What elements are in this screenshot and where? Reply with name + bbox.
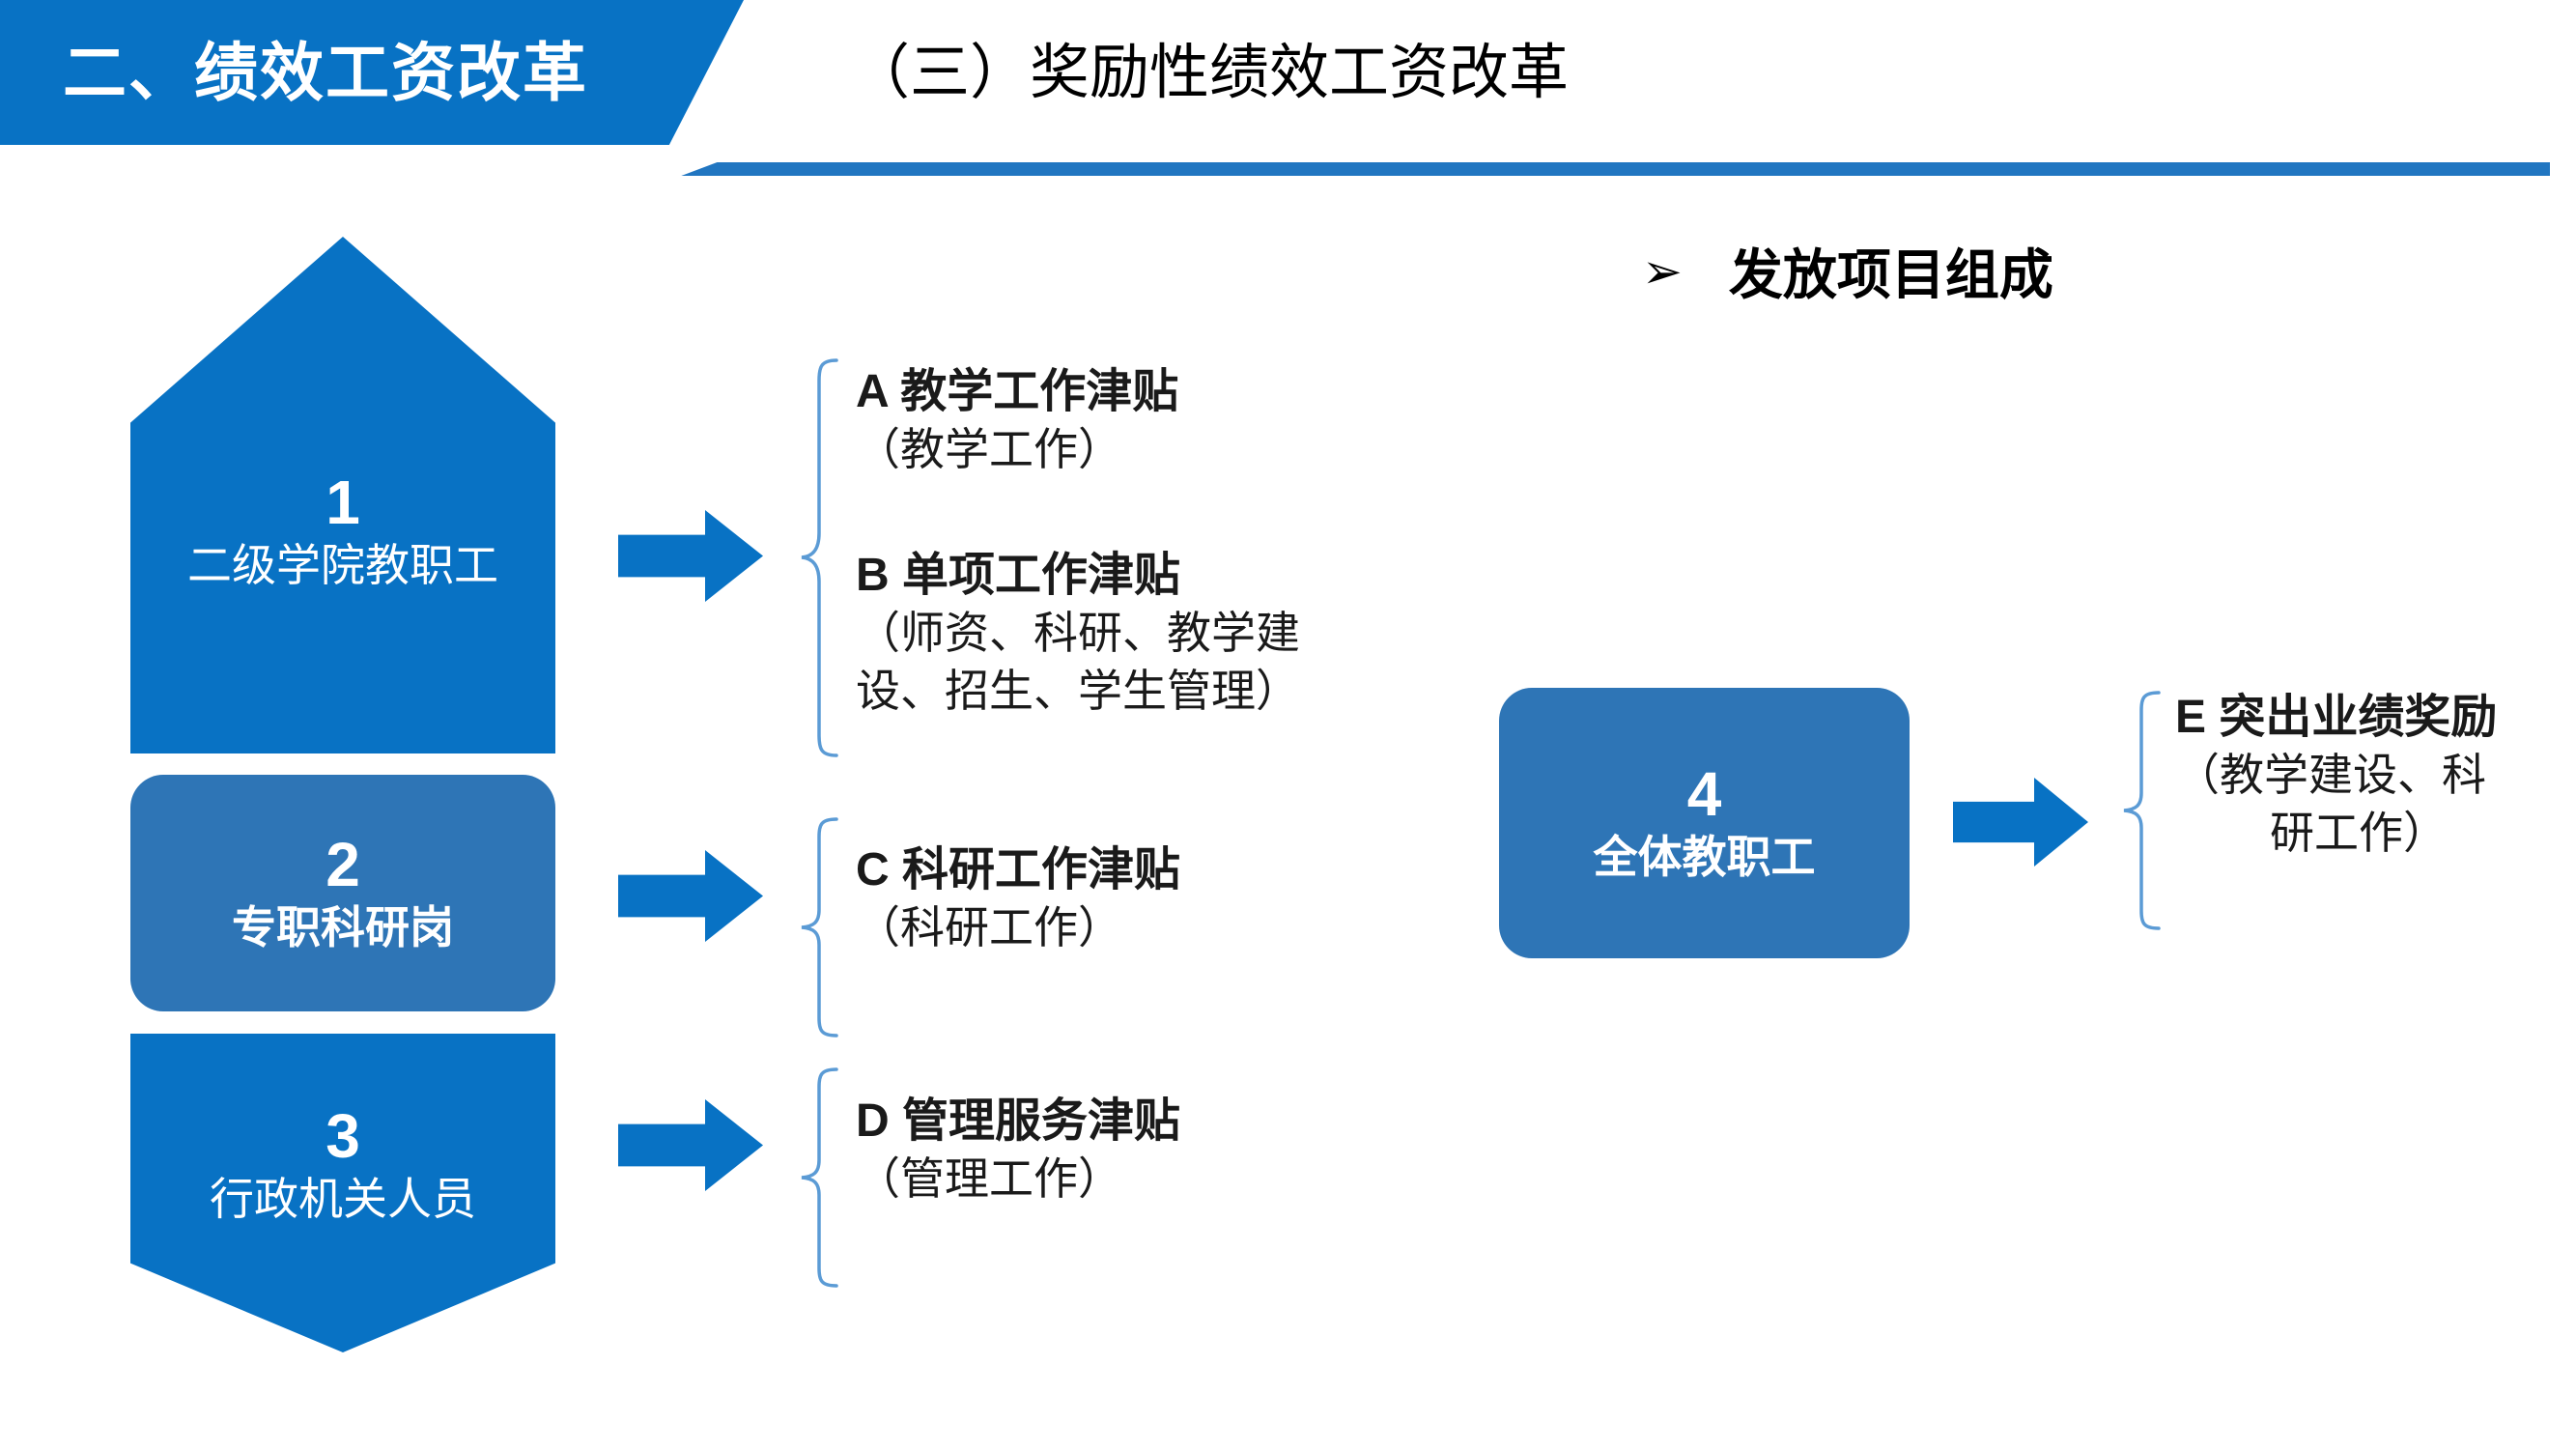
item-b: B 单项工作津贴 （师资、科研、教学建 设、招生、学生管理）	[856, 546, 1474, 721]
item-e-detail-line-2: 研工作）	[2270, 808, 2448, 859]
item-c-title: C 科研工作津贴	[856, 844, 1181, 896]
group-shape-3-content: 3 行政机关人员	[130, 1041, 555, 1288]
header-banner-shape	[0, 0, 744, 169]
item-b-detail-line-2: 设、招生、学生管理）	[856, 666, 1300, 717]
brace-group2	[798, 816, 840, 1038]
item-d-title: D 管理服务津贴	[856, 1095, 1181, 1147]
item-c: C 科研工作津贴 （科研工作）	[856, 840, 1474, 957]
item-c-detail: （科研工作）	[856, 902, 1122, 953]
item-e-detail-line-1: （教学建设、科	[2175, 750, 2486, 801]
section-heading-label: 发放项目组成	[1728, 244, 2053, 305]
item-d-detail: （管理工作）	[856, 1153, 1122, 1205]
group-1-number: 1	[326, 468, 360, 538]
item-a-detail: （教学工作）	[856, 424, 1122, 475]
group-shape-4[interactable]	[1499, 688, 1910, 958]
arrow-group4-to-items	[1953, 778, 2088, 867]
group-shape-2-content: 2 专职科研岗	[130, 775, 555, 1011]
header-underline-mask	[0, 145, 763, 178]
group-shape-4-content: 4 全体教职工	[1499, 688, 1910, 958]
item-a-title: A 教学工作津贴	[856, 366, 1179, 417]
item-d: D 管理服务津贴 （管理工作）	[856, 1092, 1474, 1208]
brace-group3	[798, 1066, 840, 1289]
group-4-number: 4	[1686, 759, 1722, 830]
item-a: A 教学工作津贴 （教学工作）	[856, 362, 1474, 479]
item-b-detail-line-1: （师资、科研、教学建	[856, 608, 1300, 659]
group-3-number: 3	[326, 1100, 360, 1171]
group-1-label: 二级学院教职工	[187, 540, 498, 591]
brace-group4	[2120, 690, 2163, 931]
group-shape-1-content: 1 二级学院教职工	[130, 348, 555, 715]
arrow-group1-to-items	[618, 510, 763, 602]
header-section-label: 二、绩效工资改革	[63, 37, 588, 108]
page-title: （三）奖励性绩效工资改革	[850, 40, 1570, 106]
slide-header: 二、绩效工资改革 （三）奖励性绩效工资改革	[0, 0, 2576, 193]
arrow-group3-to-items	[618, 1099, 763, 1191]
arrowhead-bullet-icon: ➢	[1642, 243, 1683, 299]
group-4-label: 全体教职工	[1593, 832, 1816, 883]
group-shape-2[interactable]	[130, 775, 555, 1011]
group-2-label: 专职科研岗	[232, 901, 454, 952]
item-e: E 突出业绩奖励 （教学建设、科 研工作）	[2175, 688, 2576, 863]
brace-group1	[798, 357, 840, 758]
section-heading-disbursement: ➢ 发放项目组成	[1642, 232, 2053, 310]
item-e-title: E 突出业绩奖励	[2175, 692, 2498, 743]
item-b-title: B 单项工作津贴	[856, 550, 1181, 601]
group-2-number: 2	[326, 829, 360, 899]
group-3-label: 行政机关人员	[210, 1173, 476, 1224]
arrow-group2-to-items	[618, 850, 763, 942]
